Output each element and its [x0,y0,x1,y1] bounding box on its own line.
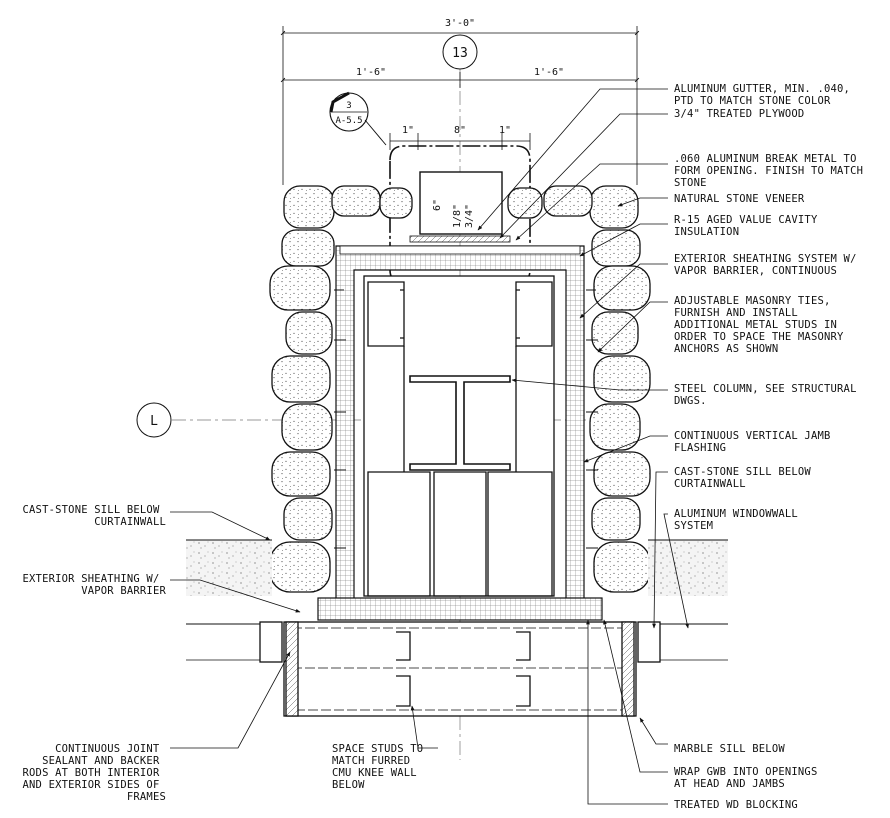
note-masonry-ties: ADJUSTABLE MASONRY TIES, FURNISH AND INS… [674,295,850,355]
detail-ref-number: 3 [346,101,351,111]
note-marble-sill-line1: MARBLE SILL BELOW [674,743,785,755]
note-aluminum-gutter: ALUMINUM GUTTER, MIN. .040, PTD TO MATCH… [674,83,857,107]
note-cavity-insulation-line1: R-15 AGED VALUE CAVITY [674,214,818,226]
note-masonry-ties-line2: FURNISH AND INSTALL [674,307,798,319]
note-wrap-gwb-line2: AT HEAD AND JAMBS [674,778,785,790]
gutter-depth-label: 6" [432,199,443,211]
sheathing-bottom [317,597,603,621]
note-treated-plywood-line1: 3/4" TREATED PLYWOOD [674,108,804,120]
note-steel-column-line2: DWGS. [674,395,707,407]
note-break-metal: .060 ALUMINUM BREAK METAL TO FORM OPENIN… [674,153,870,189]
exterior-sill-right [648,539,728,661]
note-marble-sill: MARBLE SILL BELOW [674,743,785,755]
note-wd-blocking: TREATED WD BLOCKING [674,799,798,811]
plywood-strip [409,235,511,243]
knee-wall-below [259,621,661,717]
dimension-overall-label: 3'-0" [445,18,475,29]
note-exterior-sheathing-line2: VAPOR BARRIER, CONTINUOUS [674,265,837,277]
note-sheathing-vapor-left-line1: EXTERIOR SHEATHING W/ [23,573,160,585]
note-masonry-ties-line5: ANCHORS AS SHOWN [674,343,778,355]
note-cast-stone-sill-right-line1: CAST-STONE SILL BELOW [674,466,811,478]
note-windowwall-system: ALUMINUM WINDOWWALL SYSTEM [674,508,804,532]
gutter-channel [419,171,503,235]
bottom-note: SPACE STUDS TO MATCH FURRED CMU KNEE WAL… [332,743,430,791]
note-break-metal-line1: .060 ALUMINUM BREAK METAL TO [674,153,857,165]
left-notes: CAST-STONE SILL BELOW CURTAINWALL EXTERI… [23,504,167,803]
note-cast-stone-sill-right-line2: CURTAINWALL [674,478,746,490]
stone-veneer-right [507,185,651,593]
note-wrap-gwb-line1: WRAP GWB INTO OPENINGS [674,766,817,778]
note-joint-sealant-line1: CONTINUOUS JOINT [55,743,160,755]
note-sheathing-vapor-left: EXTERIOR SHEATHING W/ VAPOR BARRIER [23,573,167,597]
note-treated-plywood: 3/4" TREATED PLYWOOD [674,108,804,120]
note-jamb-flashing-line2: FLASHING [674,442,726,454]
dimension-overall [280,26,640,185]
note-jamb-flashing: CONTINUOUS VERTICAL JAMB FLASHING [674,430,837,454]
note-space-studs-line2: MATCH FURRED [332,755,410,767]
note-break-metal-line2: FORM OPENING. FINISH TO MATCH [674,165,863,177]
interior-framing [363,275,555,597]
note-wrap-gwb: WRAP GWB INTO OPENINGS AT HEAD AND JAMBS [674,766,824,790]
note-space-studs-line3: CMU KNEE WALL [332,767,417,779]
note-wd-blocking-line1: TREATED WD BLOCKING [674,799,798,811]
note-cast-stone-sill-right: CAST-STONE SILL BELOW CURTAINWALL [674,466,817,490]
note-cavity-insulation-line2: INSULATION [674,226,739,238]
note-windowwall-system-line2: SYSTEM [674,520,713,532]
note-break-metal-line3: STONE [674,177,707,189]
dimension-gap-left-label: 1" [402,125,414,136]
grid-bubble-13-label: 13 [452,46,468,61]
note-joint-sealant-line2: SEALANT AND BACKER [42,755,160,767]
note-space-studs-line1: SPACE STUDS TO [332,743,423,755]
gutter-thk-b-label: 3/4" [464,204,475,228]
note-space-studs: SPACE STUDS TO MATCH FURRED CMU KNEE WAL… [332,743,430,791]
grid-bubble-13: 13 [442,34,478,70]
leader-lines [477,88,689,805]
stone-cap [339,245,581,255]
grid-bubble-l: L [136,402,172,438]
note-steel-column: STEEL COLUMN, SEE STRUCTURAL DWGS. [674,383,863,407]
right-notes: ALUMINUM GUTTER, MIN. .040, PTD TO MATCH… [674,83,870,811]
note-stone-veneer-line1: NATURAL STONE VENEER [674,193,805,205]
detail-ref-sheet: A-5.5 [335,116,362,126]
note-space-studs-line4: BELOW [332,779,365,791]
gutter-thk-a-label: 1/8" [452,204,463,228]
note-windowwall-system-line1: ALUMINUM WINDOWWALL [674,508,798,520]
note-stone-veneer: NATURAL STONE VENEER [674,193,805,205]
dimension-left-half-label: 1'-6" [356,67,386,78]
note-exterior-sheathing-line1: EXTERIOR SHEATHING SYSTEM W/ [674,253,857,265]
note-sheathing-vapor-left-line2: VAPOR BARRIER [81,585,166,597]
note-masonry-ties-line3: ADDITIONAL METAL STUDS IN [674,319,837,331]
note-steel-column-line1: STEEL COLUMN, SEE STRUCTURAL [674,383,857,395]
dimension-right-half-label: 1'-6" [534,67,564,78]
dimension-gap-right-label: 1" [499,125,511,136]
note-joint-sealant-line5: FRAMES [127,791,166,803]
note-masonry-ties-line4: ORDER TO SPACE THE MASONRY [674,331,844,343]
masonry-ties [334,289,598,549]
stone-veneer-left [269,185,413,593]
note-cast-stone-sill-left-line2: CURTAINWALL [94,516,166,528]
detail-reference-bubble: 3 A-5.5 [329,91,387,146]
grid-bubble-l-label: L [150,414,158,429]
note-aluminum-gutter-line1: ALUMINUM GUTTER, MIN. .040, [674,83,850,95]
note-aluminum-gutter-line2: PTD TO MATCH STONE COLOR [674,95,831,107]
leader-lines-left [170,511,438,749]
note-cavity-insulation: R-15 AGED VALUE CAVITY INSULATION [674,214,824,238]
note-cast-stone-sill-left-line1: CAST-STONE SILL BELOW [23,504,160,516]
note-joint-sealant-line3: RODS AT BOTH INTERIOR [23,767,160,779]
note-masonry-ties-line1: ADJUSTABLE MASONRY TIES, [674,295,831,307]
note-cast-stone-sill-left: CAST-STONE SILL BELOW CURTAINWALL [23,504,166,528]
note-joint-sealant: CONTINUOUS JOINT SEALANT AND BACKER RODS… [23,743,166,803]
dimension-gap-center-label: 8" [454,125,466,136]
note-jamb-flashing-line1: CONTINUOUS VERTICAL JAMB [674,430,831,442]
note-joint-sealant-line4: AND EXTERIOR SIDES OF [23,779,160,791]
exterior-sill-left [186,539,272,661]
note-exterior-sheathing: EXTERIOR SHEATHING SYSTEM W/ VAPOR BARRI… [674,253,863,277]
